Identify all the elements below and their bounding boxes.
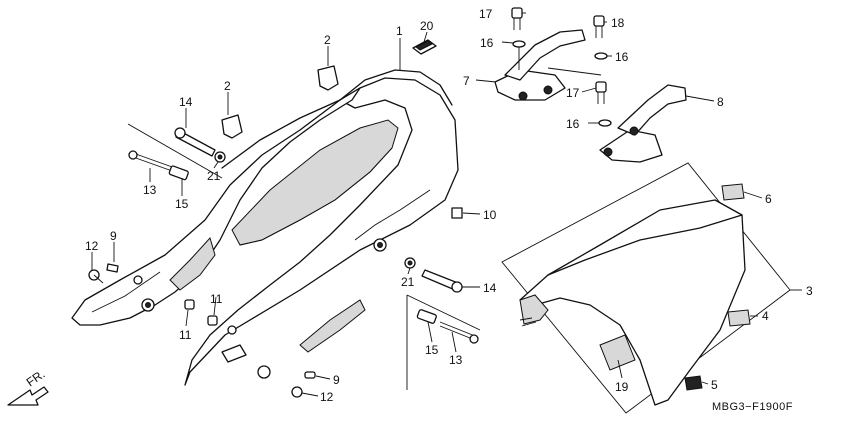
front-direction-arrow: FR. xyxy=(7,367,49,406)
callout-12b: 12 xyxy=(320,390,334,404)
callout-6: 6 xyxy=(765,192,772,206)
callout-16b: 16 xyxy=(615,50,629,64)
callout-11b: 11 xyxy=(179,328,192,342)
callout-17a: 17 xyxy=(479,7,493,21)
clip-parts xyxy=(221,39,437,139)
callout-15a: 15 xyxy=(175,197,189,211)
callout-14b: 14 xyxy=(483,281,497,295)
callout-11a: 11 xyxy=(210,292,223,306)
callout-8: 8 xyxy=(717,95,724,109)
callout-16c: 16 xyxy=(566,117,580,131)
fastener-parts-left xyxy=(88,123,481,398)
callout-15b: 15 xyxy=(425,343,439,357)
grab-rail-parts xyxy=(494,7,687,163)
callout-12a: 12 xyxy=(85,239,99,253)
callout-19: 19 xyxy=(615,380,629,394)
direction-label: FR. xyxy=(24,367,48,390)
callout-17b: 17 xyxy=(566,86,580,100)
callout-9b: 9 xyxy=(333,373,340,387)
callout-14a: 14 xyxy=(179,95,193,109)
callout-5: 5 xyxy=(711,378,718,392)
callout-3: 3 xyxy=(806,284,813,298)
seat-cowl-assembly xyxy=(501,162,791,414)
callout-21a: 21 xyxy=(207,169,221,183)
callout-13a: 13 xyxy=(143,183,157,197)
callout-2a: 2 xyxy=(324,33,331,47)
callout-10: 10 xyxy=(483,208,497,222)
callout-20: 20 xyxy=(420,19,434,33)
diagram-code: MBG3−F1900F xyxy=(712,401,793,413)
callout-13b: 13 xyxy=(449,353,463,367)
callout-2b: 2 xyxy=(224,79,231,93)
leader-lines xyxy=(91,12,802,397)
callout-21b: 21 xyxy=(401,275,415,289)
callout-16a: 16 xyxy=(480,36,494,50)
callout-9a: 9 xyxy=(110,229,117,243)
rear-cowl-part xyxy=(71,69,459,386)
callout-7: 7 xyxy=(463,74,470,88)
callout-18: 18 xyxy=(611,16,625,30)
callout-1: 1 xyxy=(396,24,403,38)
callout-4: 4 xyxy=(762,309,769,323)
callout-labels: 1 20 2 2 14 13 15 21 12 9 11 11 10 21 14… xyxy=(85,7,813,404)
